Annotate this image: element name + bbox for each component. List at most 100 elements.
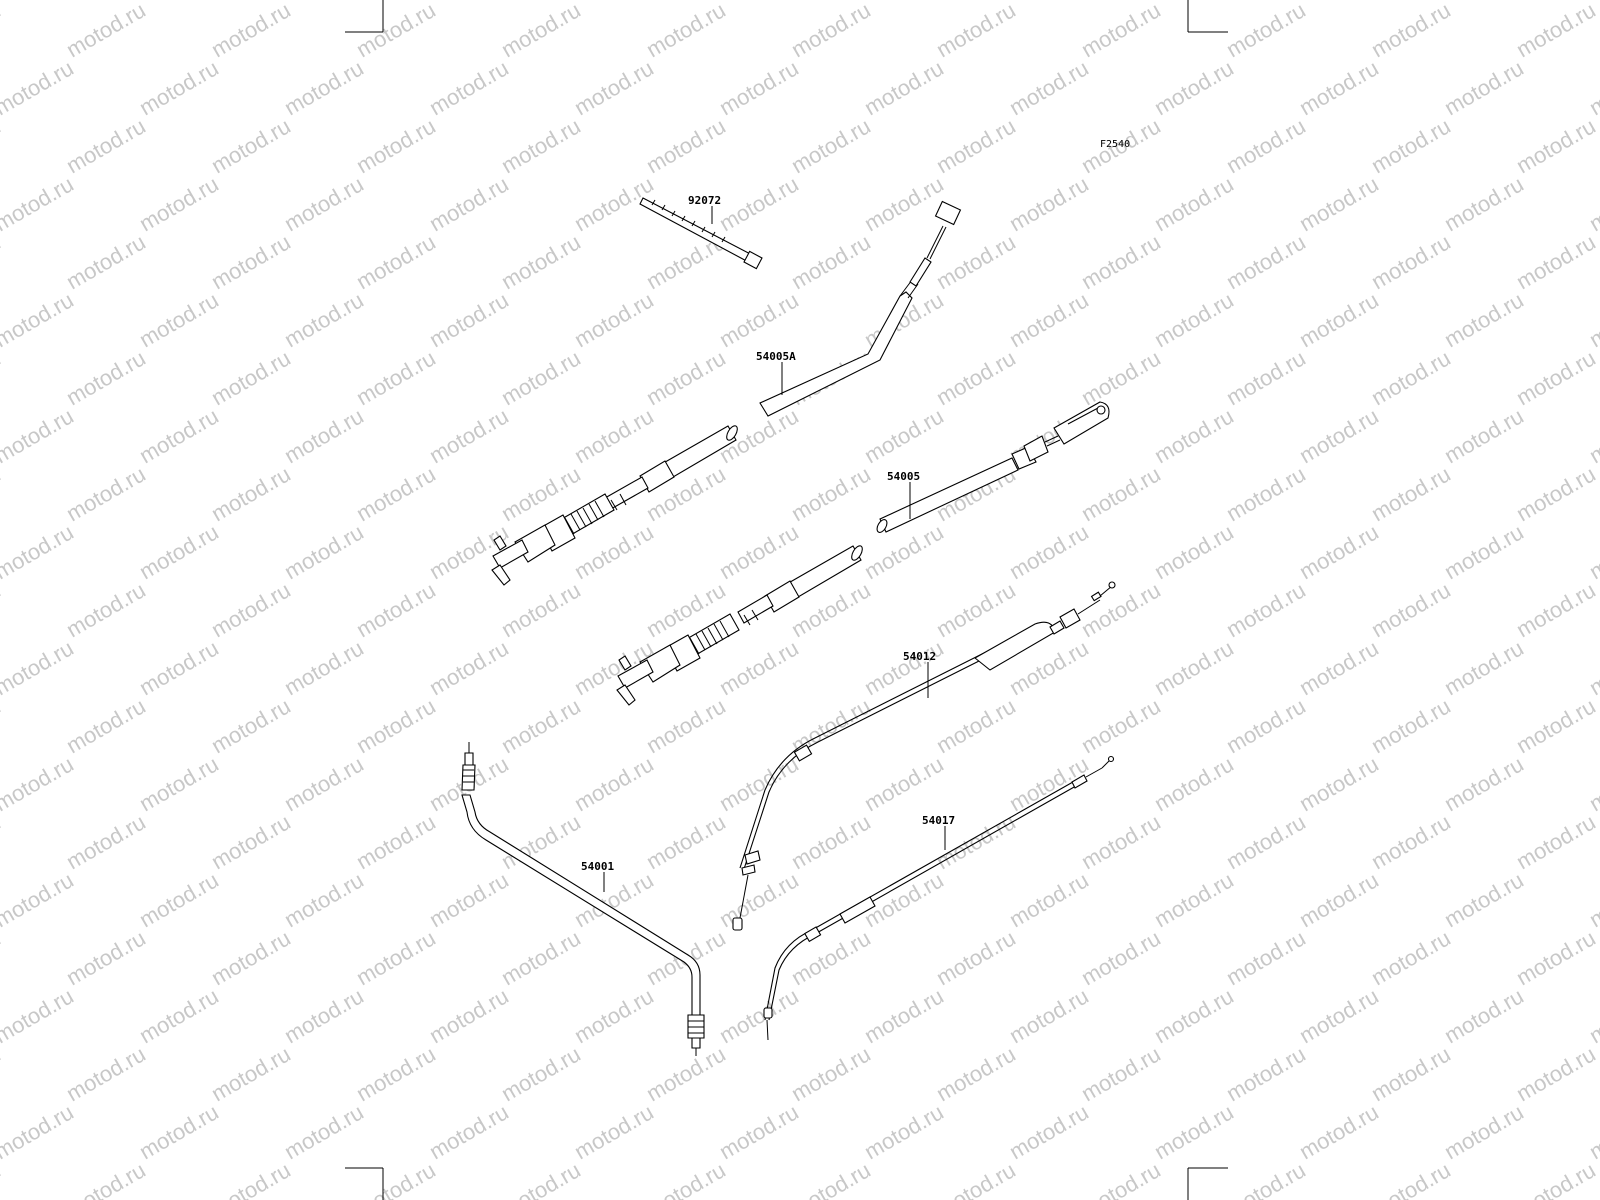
watermark-text: motod.ru (715, 171, 803, 236)
watermark-text: motod.ru (1367, 925, 1455, 990)
watermark-text: motod.ru (1440, 867, 1528, 932)
watermark-text: motod.ru (787, 809, 875, 874)
watermark-text: motod.ru (352, 577, 440, 642)
watermark-text: motod.ru (932, 693, 1020, 758)
watermark-text: motod.ru (1005, 55, 1093, 120)
watermark-text: motod.ru (1440, 635, 1528, 700)
watermark-text: motod.ru (1222, 809, 1310, 874)
watermark-text: motod.ru (1222, 229, 1310, 294)
watermark-text: motod.ru (207, 1157, 295, 1200)
watermark-text: motod.ru (1222, 1041, 1310, 1106)
watermark-text: motod.ru (1512, 0, 1600, 62)
watermark-text: motod.ru (1295, 0, 1383, 4)
watermark-text: motod.ru (0, 577, 5, 642)
watermark-text: motod.ru (570, 519, 658, 584)
watermark-text: motod.ru (280, 55, 368, 120)
watermark-text: motod.ru (715, 867, 803, 932)
watermark-text: motod.ru (570, 287, 658, 352)
clutch-cable-54012: 54012 (732, 581, 1116, 931)
watermark-text: motod.ru (932, 113, 1020, 178)
watermark-text: motod.ru (1367, 0, 1455, 62)
watermark-text: motod.ru (1222, 577, 1310, 642)
watermark-text: motod.ru (0, 751, 78, 816)
watermark-text: motod.ru (715, 287, 803, 352)
watermark-text: motod.ru (207, 229, 295, 294)
watermark-text: motod.ru (1585, 867, 1600, 932)
watermark-text: motod.ru (280, 287, 368, 352)
watermark-text: motod.ru (787, 113, 875, 178)
watermark-text: motod.ru (352, 1157, 440, 1200)
watermark-text: motod.ru (1077, 229, 1165, 294)
watermark-text: motod.ru (932, 1041, 1020, 1106)
watermark-text: motod.ru (425, 635, 513, 700)
watermark-text: motod.ru (1077, 461, 1165, 526)
watermark-text: motod.ru (1222, 0, 1310, 62)
watermark-text: motod.ru (1150, 0, 1238, 4)
watermark-text: motod.ru (280, 635, 368, 700)
watermark-text: motod.ru (352, 925, 440, 990)
watermark-text: motod.ru (642, 1157, 730, 1200)
watermark-text: motod.ru (642, 693, 730, 758)
watermark-text: motod.ru (1585, 519, 1600, 584)
watermark-text: motod.ru (425, 55, 513, 120)
crop-marks (345, 0, 1228, 1200)
watermark-text: motod.ru (1222, 1157, 1310, 1200)
watermark-text: motod.ru (0, 809, 5, 874)
watermark-text: motod.ru (352, 113, 440, 178)
watermark-text: motod.ru (1512, 229, 1600, 294)
watermark-text: motod.ru (1150, 403, 1238, 468)
watermark-text: motod.ru (1077, 925, 1165, 990)
watermark-text: motod.ru (570, 0, 658, 4)
watermark-text: motod.ru (1295, 751, 1383, 816)
watermark-text: motod.ru (1367, 113, 1455, 178)
watermark-text: motod.ru (0, 0, 5, 62)
watermark-text: motod.ru (1367, 461, 1455, 526)
watermark-text: motod.ru (1005, 0, 1093, 4)
watermark-text: motod.ru (932, 925, 1020, 990)
watermark-text: motod.ru (570, 751, 658, 816)
watermark-text: motod.ru (787, 1157, 875, 1200)
watermark-text: motod.ru (497, 1157, 585, 1200)
watermark-text: motod.ru (352, 0, 440, 62)
watermark-text: motod.ru (1367, 809, 1455, 874)
watermark-text: motod.ru (207, 461, 295, 526)
watermark-text: motod.ru (860, 403, 948, 468)
watermark-text: motod.ru (1222, 113, 1310, 178)
watermark-text: motod.ru (280, 867, 368, 932)
watermark-text: motod.ru (1222, 461, 1310, 526)
watermark-text: motod.ru (1077, 1041, 1165, 1106)
watermark-text: motod.ru (1512, 345, 1600, 410)
watermark-text: motod.ru (352, 809, 440, 874)
watermark-text: motod.ru (280, 983, 368, 1048)
watermark-text: motod.ru (932, 345, 1020, 410)
watermark-text: motod.ru (280, 171, 368, 236)
watermark-text: motod.ru (1440, 55, 1528, 120)
brake-actuator-lower (616, 545, 863, 706)
watermark-text: motod.ru (135, 171, 223, 236)
watermark-text: motod.ru (497, 577, 585, 642)
watermark-text: motod.ru (1005, 1099, 1093, 1164)
watermark-text: motod.ru (1440, 287, 1528, 352)
watermark-text: motod.ru (1005, 171, 1093, 236)
watermark-text: motod.ru (280, 403, 368, 468)
watermark-text: motod.ru (135, 0, 223, 4)
watermark-text: motod.ru (570, 1099, 658, 1164)
watermark-text: motod.ru (1150, 983, 1238, 1048)
watermark-text: motod.ru (0, 1099, 78, 1164)
watermark-text: motod.ru (1222, 925, 1310, 990)
watermark-text: motod.ru (207, 925, 295, 990)
watermark-text: motod.ru (1295, 983, 1383, 1048)
figure-ref: F2540 (1100, 139, 1130, 150)
part-label-54001: 54001 (581, 860, 614, 873)
watermark-text: motod.ru (0, 229, 5, 294)
watermark-text: motod.ru (62, 925, 150, 990)
watermark-text: motod.ru (1077, 0, 1165, 62)
watermark-text: motod.ru (62, 693, 150, 758)
watermark-text: motod.ru (62, 1157, 150, 1200)
watermark-text: motod.ru (352, 229, 440, 294)
watermark-text: motod.ru (135, 867, 223, 932)
watermark-text: motod.ru (0, 55, 78, 120)
watermark-text: motod.ru (642, 0, 730, 62)
watermark-text: motod.ru (1150, 55, 1238, 120)
